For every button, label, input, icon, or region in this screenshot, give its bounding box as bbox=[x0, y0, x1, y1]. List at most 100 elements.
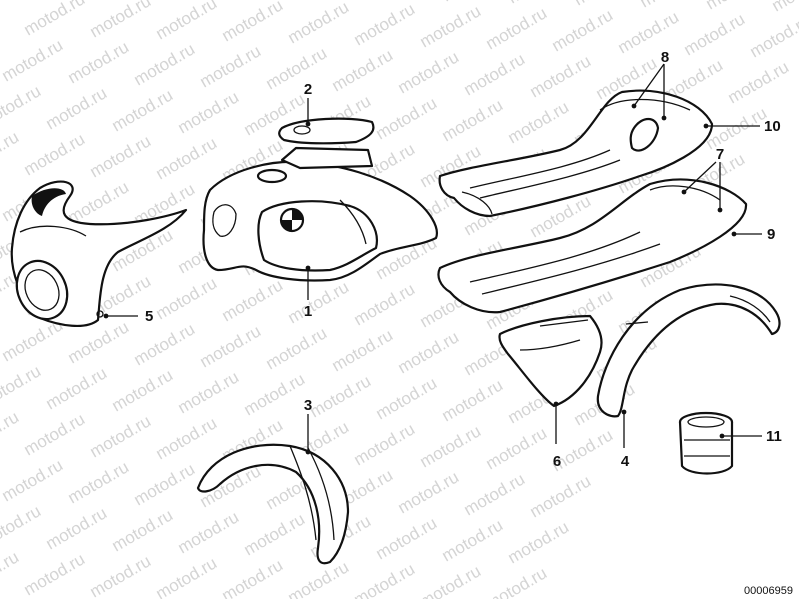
watermark-text: motod.ru bbox=[241, 509, 309, 559]
watermark-text: motod.ru bbox=[285, 277, 353, 327]
watermark-text: motod.ru bbox=[329, 325, 397, 375]
callout-3: 3 bbox=[304, 397, 312, 455]
watermark-text: motod.ru bbox=[21, 129, 89, 179]
watermark-text: motod.ru bbox=[0, 547, 22, 597]
watermark-text: motod.ru bbox=[153, 273, 221, 323]
watermark-text: motod.ru bbox=[65, 457, 133, 507]
fuel-tank bbox=[202, 146, 438, 282]
watermark-text: motod.ru bbox=[527, 51, 595, 101]
watermark-text: motod.ru bbox=[417, 421, 485, 471]
watermark-text: motod.ru bbox=[527, 471, 595, 521]
watermark-text: motod.ru bbox=[483, 423, 551, 473]
callout-label: 1 bbox=[304, 303, 312, 320]
watermark-text: motod.ru bbox=[43, 83, 111, 133]
watermark-text: motod.ru bbox=[461, 469, 529, 519]
watermark-text: motod.ru bbox=[0, 127, 22, 177]
callout-label: 3 bbox=[304, 397, 312, 414]
callout-label: 4 bbox=[621, 453, 630, 470]
watermark-text: motod.ru bbox=[87, 551, 155, 599]
callout-label: 7 bbox=[716, 146, 724, 163]
callout-11: 11 bbox=[719, 428, 782, 445]
watermark-text: motod.ru bbox=[263, 43, 331, 93]
watermark-text: motod.ru bbox=[87, 0, 155, 41]
watermark-text: motod.ru bbox=[153, 413, 221, 463]
watermark-text: motod.ru bbox=[43, 503, 111, 553]
watermark-text: motod.ru bbox=[373, 93, 441, 143]
callout-label: 8 bbox=[661, 49, 669, 66]
watermark-text: motod.ru bbox=[21, 0, 89, 39]
callout-1: 1 bbox=[304, 265, 312, 320]
watermark-text: motod.ru bbox=[483, 563, 551, 599]
watermark-text: motod.ru bbox=[307, 371, 375, 421]
seat-hump bbox=[438, 89, 714, 218]
watermark-text: motod.ru bbox=[329, 45, 397, 95]
watermark-text: motod.ru bbox=[87, 131, 155, 181]
watermark-text: motod.ru bbox=[483, 3, 551, 53]
watermark-text: motod.ru bbox=[505, 517, 573, 567]
callout-label: 5 bbox=[145, 308, 153, 325]
watermark-text: motod.ru bbox=[0, 81, 44, 131]
callout-label: 9 bbox=[767, 226, 775, 243]
watermark-text: motod.ru bbox=[175, 507, 243, 557]
watermark-text: motod.ru bbox=[131, 319, 199, 369]
paint-tin bbox=[678, 411, 734, 475]
watermark-text: motod.ru bbox=[417, 1, 485, 51]
callout-6: 6 bbox=[553, 401, 561, 470]
callout-label: 11 bbox=[766, 428, 782, 445]
watermark-text: motod.ru bbox=[153, 0, 221, 43]
watermark-text: motod.ru bbox=[197, 41, 265, 91]
watermark-text: motod.ru bbox=[109, 85, 177, 135]
watermark-text: motod.ru bbox=[175, 367, 243, 417]
callout-10: 10 bbox=[703, 118, 781, 135]
callout-9: 9 bbox=[731, 226, 775, 243]
watermark-text: motod.ru bbox=[747, 11, 799, 61]
watermark-text: motod.ru bbox=[373, 373, 441, 423]
watermark-text: motod.ru bbox=[153, 133, 221, 183]
watermark-text: motod.ru bbox=[351, 559, 419, 599]
watermark-text: motod.ru bbox=[395, 327, 463, 377]
rear-mudguard bbox=[596, 283, 781, 418]
watermark-text: motod.ru bbox=[395, 467, 463, 517]
watermark-text: motod.ru bbox=[219, 275, 287, 325]
watermark-text: motod.ru bbox=[769, 0, 799, 15]
watermark-text: motod.ru bbox=[219, 555, 287, 599]
watermark-text: motod.ru bbox=[439, 95, 507, 145]
watermark-text: motod.ru bbox=[681, 9, 749, 59]
callout-label: 10 bbox=[764, 118, 781, 135]
tank-lid bbox=[278, 117, 375, 145]
watermark-text: motod.ru bbox=[197, 321, 265, 371]
callout-label: 2 bbox=[304, 81, 312, 98]
watermark-text: motod.ru bbox=[0, 361, 44, 411]
watermark-text: motod.ru bbox=[0, 501, 44, 551]
watermark-text: motod.ru bbox=[395, 47, 463, 97]
callout-4: 4 bbox=[621, 409, 630, 470]
callout-label: 6 bbox=[553, 453, 561, 470]
watermark-text: motod.ru bbox=[0, 35, 66, 85]
watermark-text: motod.ru bbox=[703, 103, 771, 153]
watermark-text: motod.ru bbox=[175, 87, 243, 137]
watermark-text: motod.ru bbox=[65, 177, 133, 227]
callout-8: 8 bbox=[631, 49, 669, 121]
watermark-text: motod.ru bbox=[153, 553, 221, 599]
watermark-text: motod.ru bbox=[417, 561, 485, 599]
tool-tray bbox=[498, 314, 603, 408]
watermark-text: motod.ru bbox=[439, 515, 507, 565]
watermark-text: motod.ru bbox=[109, 365, 177, 415]
watermark-text: motod.ru bbox=[0, 407, 22, 457]
headlight-fairing bbox=[10, 180, 188, 327]
watermark-text: motod.ru bbox=[87, 411, 155, 461]
watermark-text: motod.ru bbox=[241, 369, 309, 419]
callout-7: 7 bbox=[681, 146, 724, 213]
watermark-text: motod.ru bbox=[131, 459, 199, 509]
watermark-text: motod.ru bbox=[505, 97, 573, 147]
watermark-text: motod.ru bbox=[285, 557, 353, 599]
watermark-text: motod.ru bbox=[0, 455, 66, 505]
front-mudguard bbox=[196, 443, 350, 565]
watermark-text: motod.ru bbox=[439, 375, 507, 425]
watermark-text: motod.ru bbox=[65, 37, 133, 87]
callout-2: 2 bbox=[304, 81, 312, 127]
watermark-text: motod.ru bbox=[549, 5, 617, 55]
watermark-text: motod.ru bbox=[219, 0, 287, 45]
diagram-number: 00006959 bbox=[744, 585, 793, 597]
